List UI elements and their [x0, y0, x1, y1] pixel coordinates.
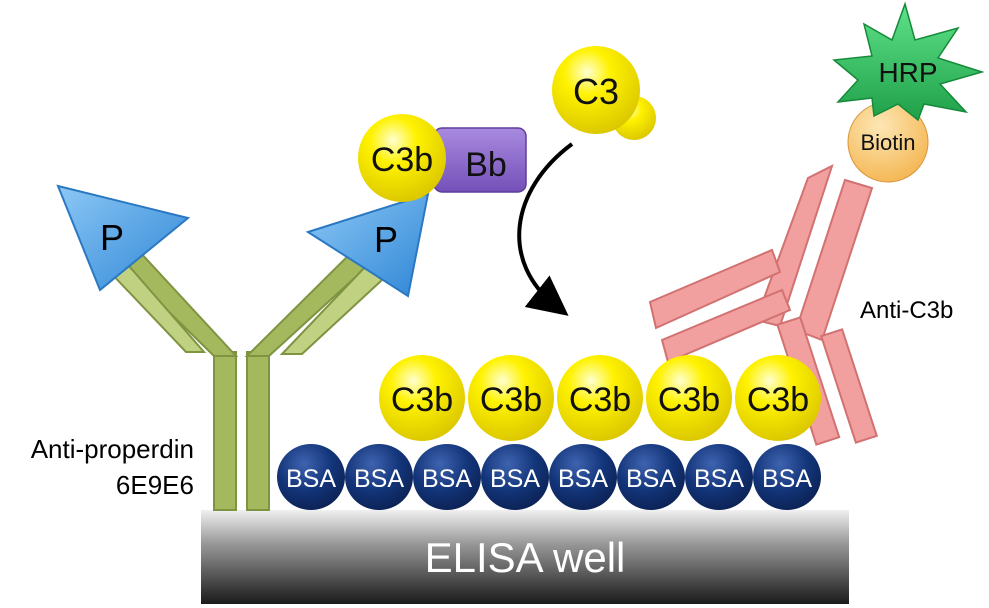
properdin-left-label: P	[100, 217, 124, 258]
biotin-label: Biotin	[860, 130, 915, 155]
bsa-row: BSA BSA BSA BSA BSA BSA BSA BSA	[277, 444, 821, 510]
c3b-bead: C3b	[379, 355, 465, 441]
bsa-bead: BSA	[549, 444, 617, 510]
bsa-label: BSA	[694, 465, 744, 493]
bsa-bead: BSA	[345, 444, 413, 510]
bsa-label: BSA	[762, 465, 812, 493]
bsa-label: BSA	[286, 465, 336, 493]
anti-properdin-label-line1: Anti-properdin	[31, 434, 194, 464]
c3b-label: C3b	[391, 381, 453, 419]
c3-label: C3	[573, 71, 619, 112]
hrp-label: HRP	[878, 57, 937, 88]
bsa-label: BSA	[626, 465, 676, 493]
c3b-label: C3b	[747, 381, 809, 419]
c3b-label: C3b	[480, 381, 542, 419]
properdin-left: P	[56, 184, 191, 292]
properdin-right: P	[305, 192, 430, 298]
bsa-bead: BSA	[413, 444, 481, 510]
bb-label: Bb	[465, 146, 507, 184]
c3b-row: C3b C3b C3b C3b C3b	[379, 355, 821, 441]
anti-properdin-label-line2: 6E9E6	[116, 470, 194, 500]
elisa-well: ELISA well	[201, 510, 849, 604]
elisa-well-label: ELISA well	[425, 534, 626, 581]
bsa-bead: BSA	[685, 444, 753, 510]
bsa-bead: BSA	[481, 444, 549, 510]
c3b-bead: C3b	[557, 355, 643, 441]
hrp-enzyme: HRP	[832, 1, 985, 122]
cleavage-arrow	[517, 142, 574, 316]
c3b-label: C3b	[658, 381, 720, 419]
c3bbb-convertase: Bb C3b	[358, 114, 527, 202]
bsa-label: BSA	[558, 465, 608, 493]
bsa-label: BSA	[422, 465, 472, 493]
c3b-convertase-label: C3b	[371, 141, 433, 179]
bsa-label: BSA	[490, 465, 540, 493]
anti-c3b-label: Anti-C3b	[860, 297, 953, 324]
c3-molecule: C3	[552, 46, 656, 140]
bsa-bead: BSA	[617, 444, 685, 510]
anti-c3b-antibody	[648, 164, 879, 446]
c3b-bead: C3b	[646, 355, 732, 441]
properdin-right-label: P	[374, 219, 398, 260]
c3b-bead: C3b	[735, 355, 821, 441]
c3b-label: C3b	[569, 381, 631, 419]
bsa-bead: BSA	[277, 444, 345, 510]
bsa-bead: BSA	[753, 444, 821, 510]
c3b-bead: C3b	[468, 355, 554, 441]
bsa-label: BSA	[354, 465, 404, 493]
